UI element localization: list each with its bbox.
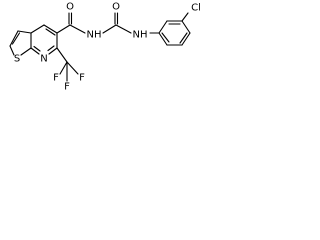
sulfur-atom-label: S	[14, 54, 20, 65]
atom-labels: S N O NH O NH Cl F F F	[14, 2, 201, 93]
amide-nh-label: NH	[87, 30, 102, 41]
urea-nh-label: NH	[133, 30, 148, 41]
fluorine-label-3: F	[79, 73, 85, 84]
urea-linker	[56, 12, 160, 34]
chlorine-label: Cl	[191, 3, 201, 14]
fluorine-label-1: F	[53, 73, 59, 84]
pyridine-ring	[30, 24, 58, 55]
trifluoromethyl-group	[56, 47, 79, 82]
thiophene-ring	[9, 30, 32, 56]
urea-oxygen-label: O	[112, 2, 120, 13]
carbonyl-oxygen-label: O	[66, 2, 74, 13]
chemical-structure: S N O NH O NH Cl F F F	[9, 2, 201, 93]
fluorine-label-2: F	[64, 82, 70, 93]
ring-nitrogen-label: N	[40, 54, 47, 65]
chlorophenyl-ring	[158, 12, 191, 46]
